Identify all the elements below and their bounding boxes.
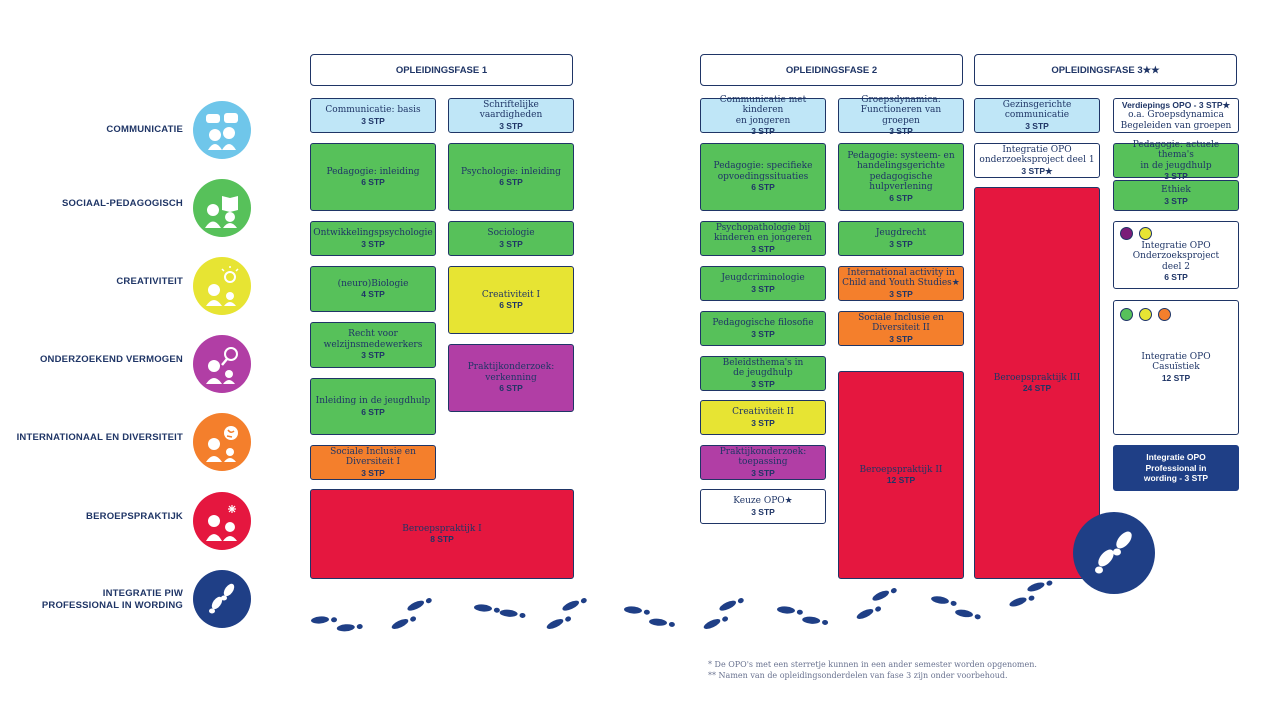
footprints-circle [1073, 512, 1155, 594]
category-label-sociaal-pedagogisch: SOCIAAL-PEDAGOGISCH [62, 198, 183, 209]
footnote-star: * De OPO's met een sterretje kunnen in e… [708, 660, 1037, 669]
category-label-onderzoekend-vermogen: ONDERZOEKEND VERMOGEN [39, 354, 183, 365]
course-pedagogie-specifieke: Pedagogie: specifieke opvoedingssituatie… [700, 143, 826, 211]
magnifier-icon [206, 347, 238, 384]
yellow-dot [1139, 308, 1152, 321]
footprint-trail [311, 580, 1053, 632]
globe-icon [206, 426, 238, 462]
course-pedagogie-systeem: Pedagogie: systeem- en handelingsgericht… [838, 143, 964, 211]
phase-header-2: OPLEIDINGSFASE 2 [700, 54, 963, 86]
course-keuze-opo: Keuze OPO★3 STP [700, 489, 826, 524]
open-book-icon [205, 196, 238, 228]
phase-header-1: OPLEIDINGSFASE 1 [310, 54, 573, 86]
category-circle-sociaal-pedagogisch [193, 179, 251, 237]
orange-dot [1158, 308, 1171, 321]
category-label-beroepspraktijk: BEROEPSPRAKTIJK [86, 511, 183, 522]
course-groepsdynamica: Groepsdynamica: Functioneren van groepen… [838, 95, 964, 136]
footnote-double-star: ** Namen van de opleidingsonderdelen van… [708, 671, 1008, 680]
category-label-integratie-piw: INTEGRATIE PIW PROFESSIONAL IN WORDING [41, 588, 183, 611]
category-circle-beroepspraktijk [193, 492, 251, 550]
category-circle-communicatie [193, 101, 251, 159]
course-verdiepings-opo: Verdiepings OPO - 3 STP★o.a. Groepsdynam… [1113, 98, 1239, 133]
yellow-dot [1139, 227, 1152, 240]
category-circle-onderzoekend-vermogen [193, 335, 251, 393]
course-integratie-professional: Integratie OPO Professional in wording -… [1113, 445, 1239, 491]
lightbulb-icon [206, 266, 239, 306]
course-psychopathologie: Psychopathologie bij kinderen en jongere… [700, 221, 826, 256]
category-label-communicatie: COMMUNICATIE [106, 124, 183, 135]
category-label-creativiteit: CREATIVITEIT [116, 276, 183, 287]
people-icon [206, 505, 237, 541]
category-label-internationaal: INTERNATIONAAL EN DIVERSITEIT [16, 432, 183, 443]
course-pedagogie-actuele-themas: Pedagogie: actuele thema's in de jeugdhu… [1113, 140, 1239, 181]
green-dot [1120, 308, 1133, 321]
footprints-icon [209, 583, 235, 614]
speech-bubbles-icon [206, 113, 238, 150]
purple-dot [1120, 227, 1133, 240]
footprints-icon [1095, 531, 1132, 574]
course-international-activity: International activity in Child and Yout… [838, 266, 964, 301]
category-circle-integratie-piw [193, 570, 251, 628]
competence-dots-casuistiek [1120, 308, 1171, 321]
phase-header-3: OPLEIDINGSFASE 3★★ [974, 54, 1237, 86]
category-circle-creativiteit [193, 257, 251, 315]
competence-dots-onderzoeksproject [1120, 227, 1152, 240]
category-circle-internationaal [193, 413, 251, 471]
